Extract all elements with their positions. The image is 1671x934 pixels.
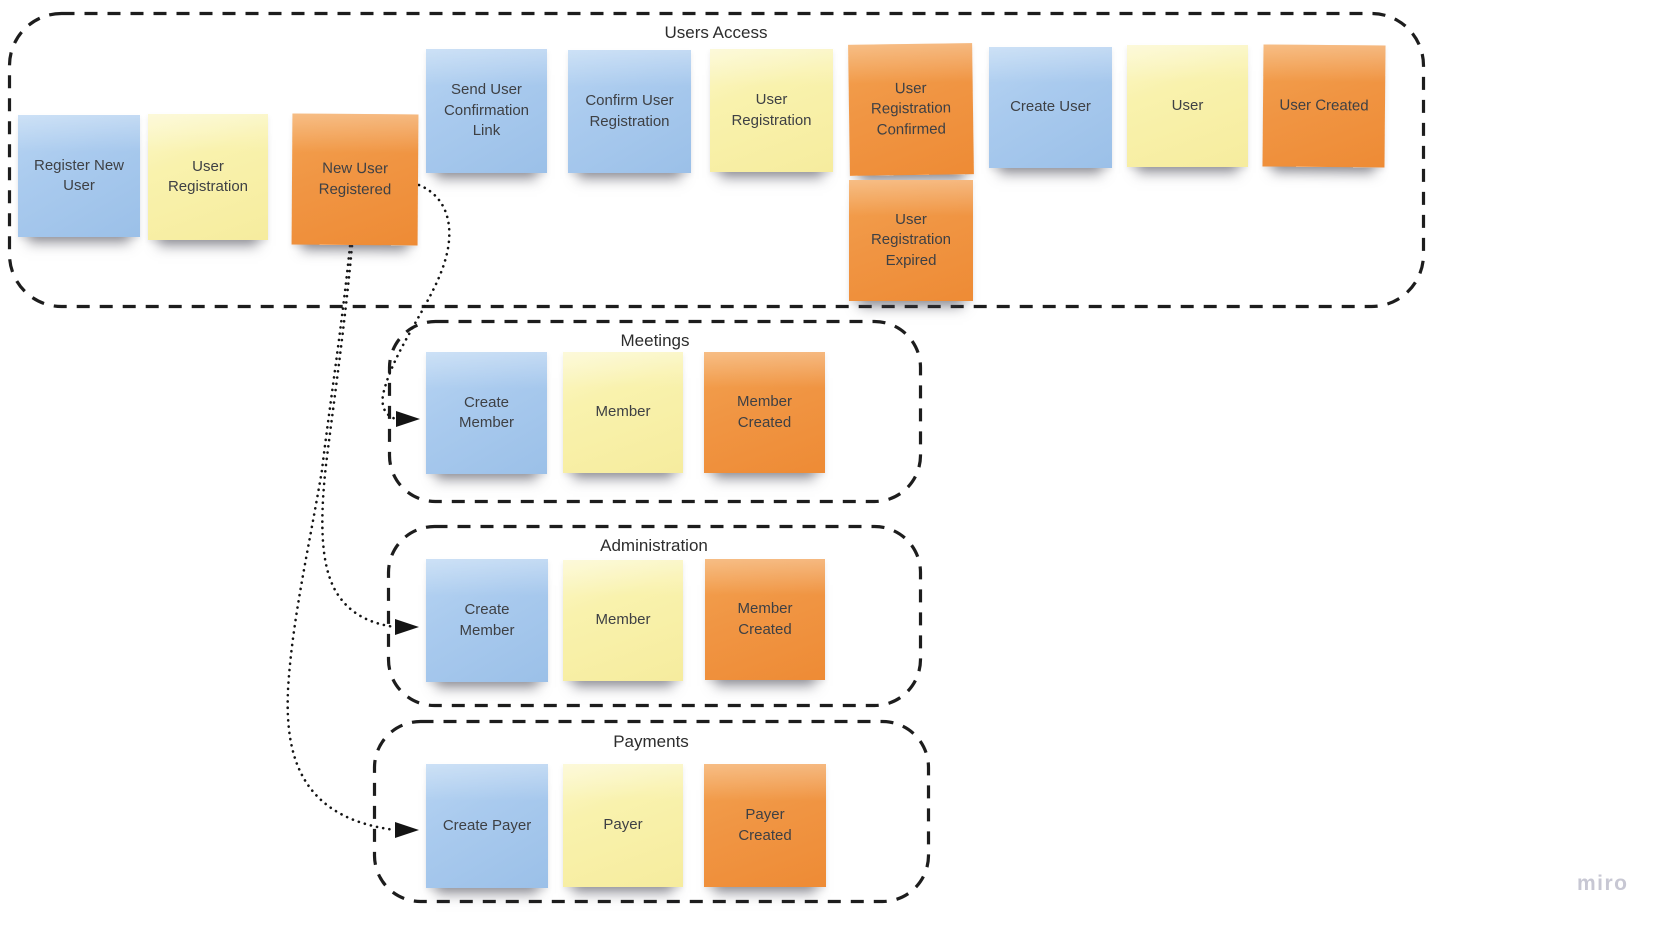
group-label-payments: Payments bbox=[613, 732, 689, 751]
sticky-payer[interactable]: Payer bbox=[563, 764, 683, 887]
sticky-text: Member bbox=[595, 403, 651, 421]
group-label-meetings: Meetings bbox=[620, 331, 690, 350]
connector-administration[interactable] bbox=[321, 244, 419, 635]
sticky-send-user-confirmation-link[interactable]: Send User Confirmation Link bbox=[426, 49, 547, 173]
sticky-payer-created[interactable]: Payer Created bbox=[704, 764, 826, 887]
sticky-text: Create User bbox=[1010, 98, 1091, 116]
sticky-create-user[interactable]: Create User bbox=[989, 47, 1112, 168]
sticky-text: User Created bbox=[1279, 96, 1369, 115]
sticky-user-registration-2[interactable]: User Registration bbox=[710, 49, 833, 172]
sticky-text: Member Created bbox=[736, 393, 792, 431]
sticky-text: User Registration Expired bbox=[870, 210, 952, 269]
sticky-user-registration[interactable]: User Registration bbox=[148, 114, 268, 240]
sticky-confirm-user-registration[interactable]: Confirm User Registration bbox=[568, 50, 691, 173]
sticky-text: Create Member bbox=[458, 393, 514, 431]
arrowhead-payments bbox=[395, 822, 419, 838]
connector-payments[interactable] bbox=[286, 244, 419, 838]
sticky-text: User Registration Confirmed bbox=[870, 79, 952, 139]
sticky-text: Register New User bbox=[33, 156, 125, 194]
sticky-member-administration[interactable]: Member bbox=[563, 560, 683, 681]
sticky-text: Create Payer bbox=[442, 816, 532, 834]
sticky-text: Create Member bbox=[459, 601, 515, 639]
sticky-text: Confirm User Registration bbox=[585, 92, 674, 130]
group-label-administration: Administration bbox=[600, 536, 708, 555]
sticky-create-payer[interactable]: Create Payer bbox=[426, 764, 548, 888]
sticky-user-created[interactable]: User Created bbox=[1262, 44, 1386, 168]
sticky-text: User Registration bbox=[167, 157, 249, 195]
sticky-text: Member Created bbox=[737, 600, 793, 638]
sticky-text: User Registration bbox=[731, 91, 812, 129]
sticky-member-created-administration[interactable]: Member Created bbox=[705, 559, 825, 680]
sticky-text: New User Registered bbox=[318, 159, 392, 198]
sticky-member-meetings[interactable]: Member bbox=[563, 352, 683, 473]
sticky-new-user-registered[interactable]: New User Registered bbox=[291, 113, 419, 246]
arrowhead-administration bbox=[395, 619, 419, 635]
sticky-register-new-user[interactable]: Register New User bbox=[18, 115, 140, 237]
sticky-create-member-meetings[interactable]: Create Member bbox=[426, 352, 547, 474]
sticky-text: Member bbox=[595, 611, 651, 629]
arrowhead-meetings bbox=[396, 411, 420, 427]
sticky-text: Send User Confirmation Link bbox=[443, 81, 530, 140]
miro-watermark: miro bbox=[1577, 872, 1629, 895]
sticky-create-member-administration[interactable]: Create Member bbox=[426, 559, 548, 682]
sticky-text: Payer bbox=[603, 816, 643, 834]
sticky-user-registration-confirmed[interactable]: User Registration Confirmed bbox=[848, 43, 974, 176]
sticky-member-created-meetings[interactable]: Member Created bbox=[704, 352, 825, 473]
sticky-user[interactable]: User bbox=[1127, 45, 1248, 167]
sticky-user-registration-expired[interactable]: User Registration Expired bbox=[849, 180, 973, 301]
group-label-users-access: Users Access bbox=[664, 23, 768, 42]
sticky-text: User bbox=[1171, 96, 1204, 114]
sticky-text: Payer Created bbox=[738, 806, 792, 844]
